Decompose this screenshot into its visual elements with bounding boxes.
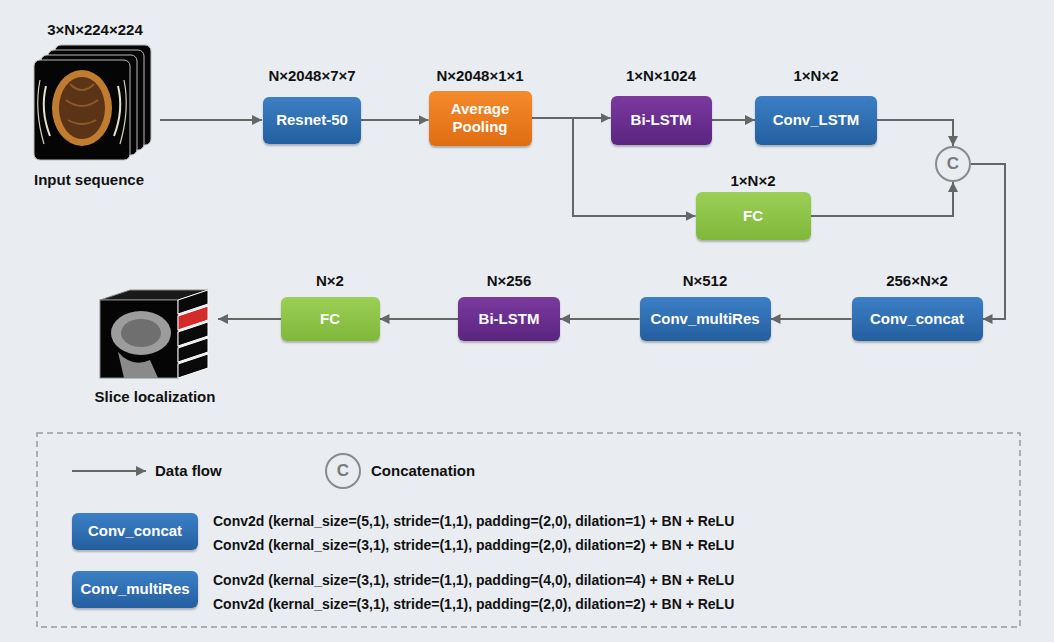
data-flow-arrow [971, 164, 1005, 319]
lstm-box: Bi-LSTM [611, 96, 712, 145]
legend-text: Data flow [155, 462, 222, 480]
process-box: Conv_multiRes [640, 297, 771, 341]
output-arrow [218, 318, 281, 320]
legend-text: Concatenation [371, 462, 475, 480]
tensor-shape: 1×N×2 [793, 67, 838, 85]
node-label: Bi-LSTM [631, 111, 692, 129]
layer-description: Conv2d (kernal_size=(3,1), stride=(1,1),… [213, 537, 734, 554]
legend-box: Conv_concat [72, 513, 198, 550]
node-label: Resnet-50 [276, 111, 348, 129]
legend-frame [37, 433, 1020, 627]
legend-entry: Concatenation [371, 462, 475, 480]
tensor-shape: 1×N×2 [730, 172, 775, 190]
data-flow-arrow [560, 318, 640, 320]
tensor-shape: N×2 [316, 272, 344, 290]
legend-box: Conv_multiRes [72, 571, 198, 608]
caption-label: Input sequence [34, 171, 144, 189]
tensor-shape: 3×N×224×224 [47, 21, 143, 39]
lstm-box: Bi-LSTM [458, 297, 560, 341]
layer-description: Conv2d (kernal_size=(5,1), stride=(1,1),… [213, 513, 734, 530]
data-flow-arrow [771, 318, 852, 320]
legend-entry: Data flow [155, 462, 222, 480]
node-label: Bi-LSTM [479, 310, 540, 328]
caption-label: Slice localization [95, 388, 216, 406]
node-label: Conv_multiRes [80, 580, 189, 598]
concat-circle: C [935, 146, 971, 182]
node-label: FC [320, 310, 340, 328]
process-box: Conv_concat [852, 297, 983, 341]
tensor-shape: 1×N×1024 [626, 67, 696, 85]
node-label: Conv_concat [870, 310, 964, 328]
tensor-shape: N×2048×1×1 [436, 67, 523, 85]
node-label: Conv_multiRes [650, 310, 759, 328]
node-label: Conv_LSTM [773, 111, 860, 129]
legend-arrow-sample [72, 470, 146, 472]
node-label: Average Pooling [437, 100, 524, 136]
fc-box: FC [281, 297, 380, 341]
process-box: Conv_LSTM [755, 96, 877, 145]
process-box: Resnet-50 [263, 97, 361, 144]
layer-description: Conv2d (kernal_size=(3,1), stride=(1,1),… [213, 572, 734, 589]
data-flow-arrow [811, 182, 954, 216]
output-slice-cube [100, 290, 208, 378]
node-label: FC [743, 207, 763, 225]
fc-box: FC [696, 192, 811, 240]
data-flow-arrow [712, 119, 756, 121]
data-flow-arrow [380, 318, 459, 320]
layer-description: Conv2d (kernal_size=(3,1), stride=(1,1),… [213, 596, 734, 613]
data-flow-arrow [361, 119, 429, 121]
data-flow-arrow [877, 120, 953, 146]
pooling-box: Average Pooling [429, 91, 532, 146]
tensor-shape: N×2048×7×7 [268, 67, 355, 85]
node-label: C [947, 154, 959, 174]
tensor-shape: 256×N×2 [886, 272, 948, 290]
node-label: C [337, 461, 349, 481]
legend-concat-circle: C [325, 453, 361, 489]
input-ct-stack [34, 45, 151, 160]
input-arrow [160, 119, 262, 121]
tensor-shape: N×512 [683, 272, 728, 290]
tensor-shape: N×256 [487, 272, 532, 290]
node-label: Conv_concat [88, 522, 182, 540]
